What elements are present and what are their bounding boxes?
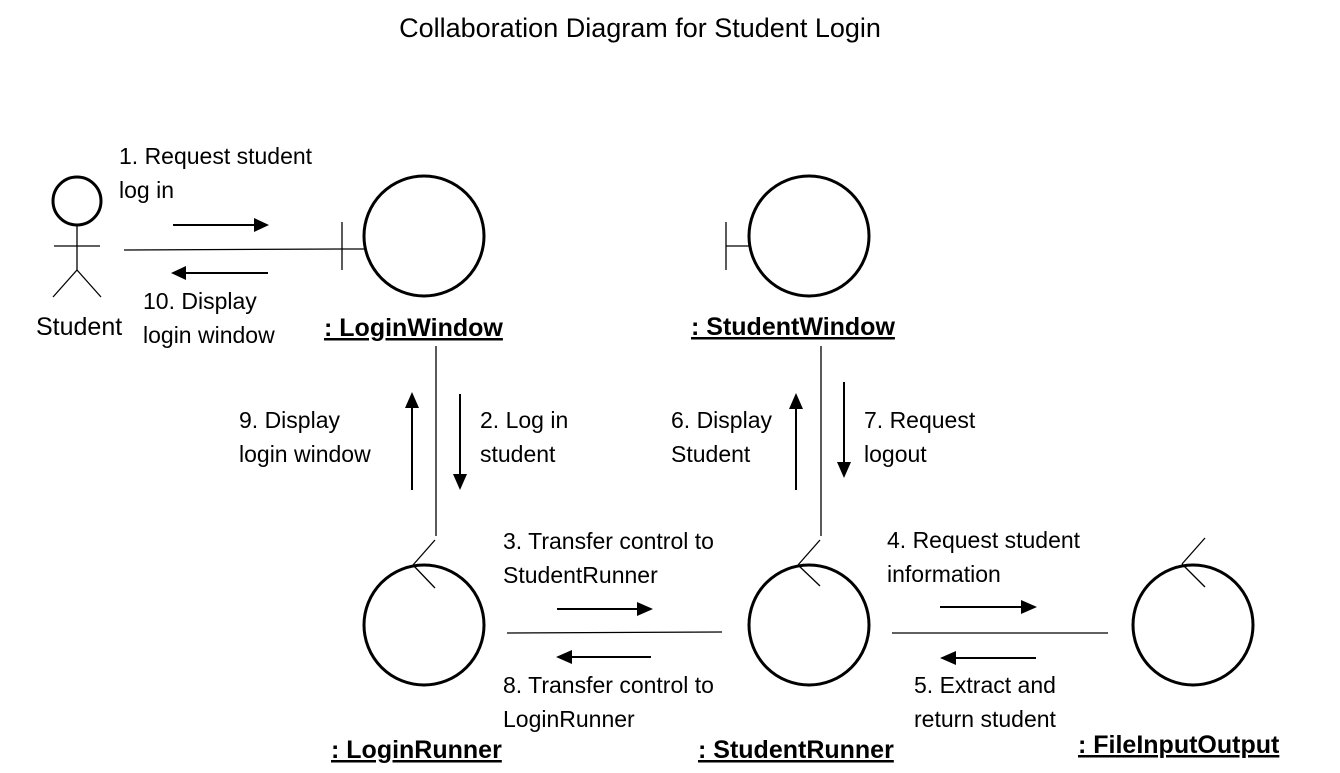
actor-label: Student: [36, 313, 122, 341]
message-6-arrow: [789, 393, 803, 490]
message-8-label: 8. Transfer control to LoginRunner: [503, 672, 720, 732]
message-4-label: 4. Request student information: [887, 527, 1086, 587]
message-7-label: 7. Request logout: [864, 407, 982, 467]
message-6-label: 6. Display Student: [671, 407, 778, 467]
message-1-label: 1. Request student log in: [119, 143, 318, 203]
student-window-boundary: [725, 174, 871, 298]
login-runner-control: [362, 539, 486, 687]
control-arrow-upper: [1181, 537, 1206, 565]
link-student-loginwindow: [123, 248, 343, 251]
message-9-arrow: [405, 392, 419, 490]
message-8-arrow: [556, 650, 651, 664]
control-arrow-lower: [412, 564, 436, 589]
file-io-label: : FileInputOutput: [1078, 731, 1280, 759]
message-2-arrow: [453, 394, 467, 490]
control-arrow-lower: [1181, 563, 1206, 588]
actor-left-leg: [52, 269, 78, 298]
link-loginrunner-studentrunner: [506, 631, 723, 634]
student-runner-control: [747, 539, 871, 687]
control-arrow-lower: [797, 564, 821, 587]
message-10-arrow: [171, 266, 268, 280]
control-circle: [747, 563, 871, 687]
message-10-label: 10. Display login window: [143, 288, 275, 348]
student-actor: [51, 175, 103, 298]
message-5-label: 5. Extract and return student: [914, 672, 1062, 732]
actor-head: [51, 175, 103, 227]
message-7-arrow: [837, 382, 851, 478]
student-window-label: : StudentWindow: [691, 313, 895, 341]
boundary-circle: [747, 174, 871, 298]
message-3-arrow: [557, 602, 653, 616]
actor-right-leg: [76, 269, 102, 298]
control-circle: [1131, 563, 1255, 687]
message-1-arrow: [173, 218, 269, 232]
message-2-label: 2. Log in student: [480, 407, 575, 467]
control-arrow-upper: [412, 539, 436, 566]
control-arrow-upper: [797, 539, 821, 566]
boundary-circle: [362, 174, 486, 298]
login-window-boundary: [341, 174, 486, 298]
message-9-label: 9. Display login window: [239, 407, 371, 467]
message-3-label: 3. Transfer control to StudentRunner: [503, 528, 720, 588]
login-runner-label: : LoginRunner: [331, 736, 502, 764]
control-circle: [362, 563, 486, 687]
message-4-arrow: [940, 600, 1037, 614]
diagram-title: Collaboration Diagram for Student Login: [399, 13, 881, 43]
message-5-arrow: [940, 651, 1036, 665]
file-io-control: [1131, 537, 1255, 687]
student-runner-label: : StudentRunner: [698, 736, 894, 764]
login-window-label: : LoginWindow: [324, 314, 503, 342]
